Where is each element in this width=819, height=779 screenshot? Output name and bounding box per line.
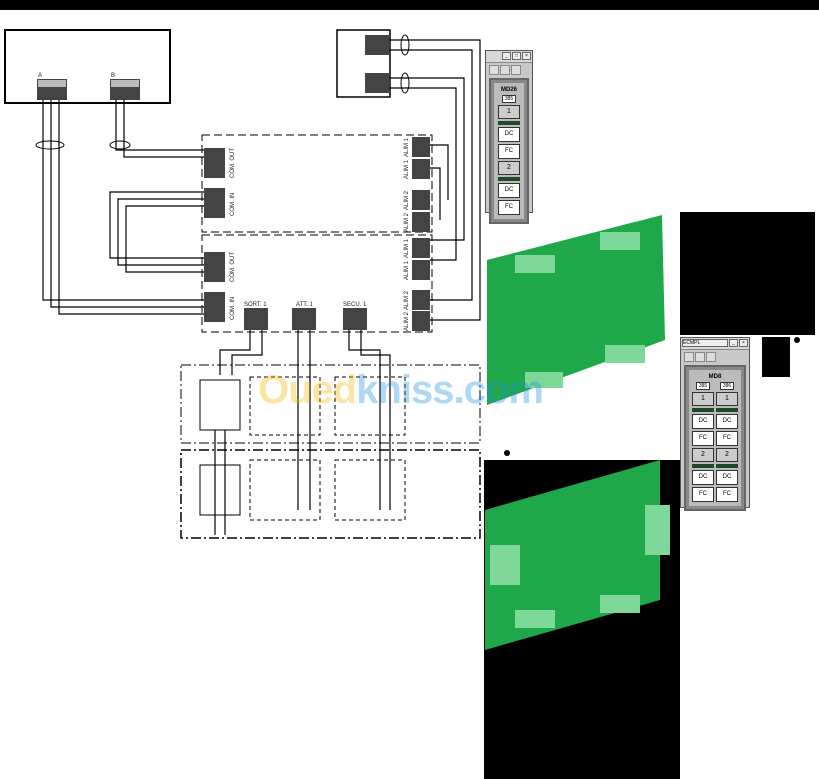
md26-window[interactable]: _□× MD26 385 1 DC FC 2 DC FC bbox=[485, 50, 533, 224]
panel-title: MD26 bbox=[500, 87, 517, 93]
att-label: ATT. 1 bbox=[296, 302, 314, 308]
cable-bundle bbox=[109, 140, 131, 150]
module-2 bbox=[201, 234, 433, 333]
fc-cell[interactable]: FC bbox=[692, 487, 714, 502]
dc-cell[interactable]: DC bbox=[692, 470, 714, 485]
alim-label: ALIM 1 bbox=[404, 137, 410, 157]
alim-label: ALIM 2 bbox=[404, 311, 410, 331]
alim-label: ALIM 1 bbox=[404, 238, 410, 258]
device-slot-icon[interactable]: 1 bbox=[498, 105, 520, 119]
supply-terminal-1 bbox=[365, 35, 389, 55]
module-1 bbox=[201, 134, 433, 233]
slot-badge: 1 bbox=[725, 395, 729, 402]
close-icon[interactable]: × bbox=[739, 339, 748, 347]
slot-badge: 1 bbox=[701, 395, 705, 402]
toolbar bbox=[684, 352, 746, 362]
terminal-a bbox=[37, 79, 67, 100]
md8-panel: MD8 385 1 DC FC 2 DC FC 386 1 DC FC 2 DC… bbox=[684, 365, 746, 511]
bullet-dot bbox=[794, 337, 800, 343]
minimize-icon[interactable]: _ bbox=[502, 52, 511, 60]
devices bbox=[199, 376, 406, 521]
tool-button[interactable] bbox=[706, 352, 716, 362]
com-in-label: COM. IN bbox=[230, 297, 236, 320]
source-box bbox=[4, 29, 171, 104]
com-out-label: COM. OUT bbox=[230, 252, 236, 282]
device-group-1 bbox=[180, 364, 481, 444]
title-bar[interactable]: ECMPL_× bbox=[681, 338, 749, 350]
device-slot-icon[interactable]: 2 bbox=[716, 448, 738, 462]
device-slot-icon[interactable]: 2 bbox=[498, 161, 520, 175]
bullet-dot bbox=[504, 450, 510, 456]
fc-cell[interactable]: FC bbox=[498, 200, 520, 215]
com-in-label: COM. IN bbox=[230, 193, 236, 216]
terminal-b bbox=[110, 79, 140, 100]
top-black-band bbox=[0, 0, 819, 10]
secu-label: SECU. 1 bbox=[343, 302, 367, 308]
cable-bundle bbox=[400, 34, 410, 56]
panel-number: 385 bbox=[695, 382, 711, 390]
dc-cell[interactable]: DC bbox=[498, 183, 520, 198]
panel-title: MD8 bbox=[708, 374, 722, 380]
fc-cell[interactable]: FC bbox=[692, 431, 714, 446]
alim-label: ALIM 2 bbox=[404, 212, 410, 232]
module-1-terminals bbox=[204, 137, 430, 232]
fc-cell[interactable]: FC bbox=[716, 431, 738, 446]
alim-label: ALIM 2 bbox=[404, 290, 410, 310]
watermark: Ouedkniss.com bbox=[258, 368, 544, 413]
cable-bundle bbox=[400, 72, 410, 94]
dc-cell[interactable]: DC bbox=[692, 414, 714, 429]
tool-button[interactable] bbox=[695, 352, 705, 362]
tool-button[interactable] bbox=[489, 65, 499, 75]
maximize-icon[interactable]: □ bbox=[512, 52, 521, 60]
sort-label: SORT. 1 bbox=[244, 302, 267, 308]
close-icon[interactable]: × bbox=[522, 52, 531, 60]
toolbar bbox=[489, 65, 529, 75]
dc-cell[interactable]: DC bbox=[498, 127, 520, 142]
slot-badge: 2 bbox=[701, 451, 705, 458]
dc-cell[interactable]: DC bbox=[716, 414, 738, 429]
minimize-icon[interactable]: _ bbox=[729, 339, 738, 347]
terminal-b-label: B bbox=[111, 73, 115, 79]
panel-number: 385 bbox=[501, 95, 517, 103]
module-2-terminals bbox=[204, 238, 430, 331]
watermark-part1: Oued bbox=[258, 368, 357, 412]
watermark-part2: kniss.com bbox=[356, 368, 544, 412]
fc-cell[interactable]: FC bbox=[498, 144, 520, 159]
wires bbox=[42, 39, 481, 535]
alim-label: ALIM 2 bbox=[404, 190, 410, 210]
device-slot-icon[interactable]: 2 bbox=[692, 448, 714, 462]
md8-window[interactable]: ECMPL_× MD8 385 1 DC FC 2 DC FC 386 1 DC… bbox=[680, 337, 750, 511]
alim-label: ALIM 1 bbox=[404, 159, 410, 179]
supply-terminal-2 bbox=[365, 73, 389, 93]
window-caption: ECMPL bbox=[682, 339, 728, 347]
black-image-area bbox=[762, 337, 790, 377]
dc-cell[interactable]: DC bbox=[716, 470, 738, 485]
com-out-label: COM. OUT bbox=[230, 148, 236, 178]
tool-button[interactable] bbox=[684, 352, 694, 362]
tool-button[interactable] bbox=[511, 65, 521, 75]
md26-panel: MD26 385 1 DC FC 2 DC FC bbox=[489, 78, 529, 224]
slot-badge: 2 bbox=[725, 451, 729, 458]
tool-button[interactable] bbox=[500, 65, 510, 75]
title-bar[interactable]: _□× bbox=[486, 51, 532, 63]
alim-label: ALIM 1 bbox=[404, 260, 410, 280]
terminal-a-label: A bbox=[38, 73, 42, 79]
device-slot-icon[interactable]: 1 bbox=[692, 392, 714, 406]
fc-cell[interactable]: FC bbox=[716, 487, 738, 502]
pcb-connectors bbox=[490, 232, 670, 628]
black-image-area bbox=[680, 212, 815, 335]
device-group-2 bbox=[180, 449, 481, 539]
slot-badge: 1 bbox=[507, 108, 511, 115]
cable-bundle bbox=[35, 140, 65, 150]
device-slot-icon[interactable]: 1 bbox=[716, 392, 738, 406]
slot-badge: 2 bbox=[507, 164, 511, 171]
panel-number: 386 bbox=[719, 382, 735, 390]
